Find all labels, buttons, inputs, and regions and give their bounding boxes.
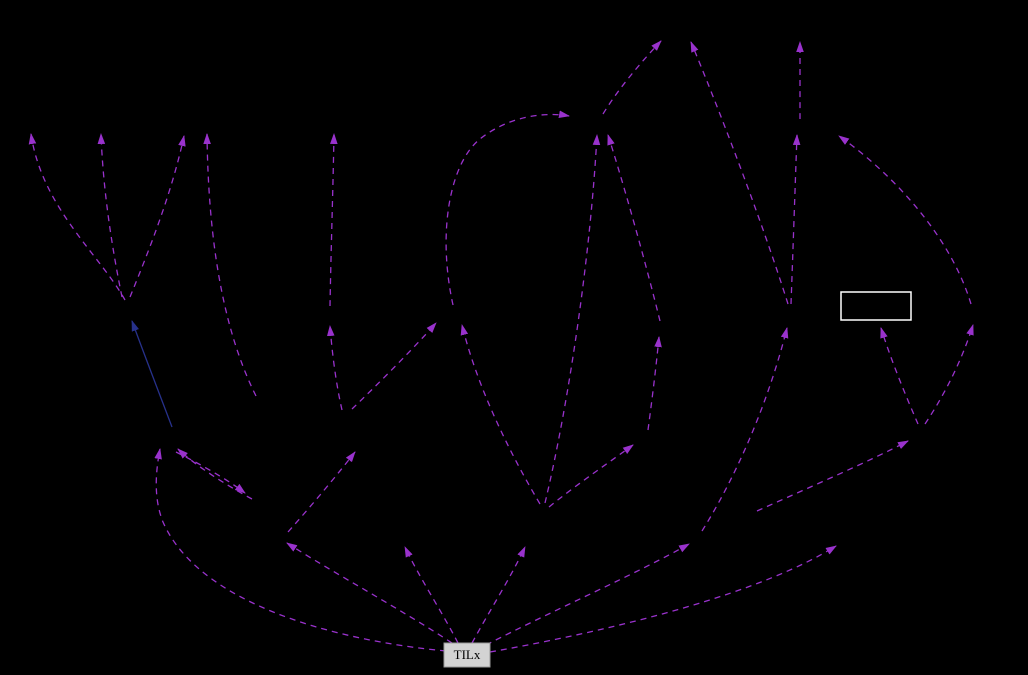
dashed-edge (880, 327, 919, 425)
node-tilx-label: TILx (454, 647, 481, 662)
edges-layer (28, 40, 974, 653)
dashed-edge (471, 546, 526, 644)
dashed-edge (460, 324, 541, 505)
dashed-edge (177, 448, 253, 500)
dashed-edge (286, 542, 453, 644)
dashed-edge (28, 133, 126, 301)
solid-edge (131, 320, 173, 428)
dashed-edge (544, 134, 601, 504)
dashed-edge (404, 546, 459, 644)
node-tilx-box[interactable] (443, 642, 491, 668)
dashed-edge (485, 543, 690, 646)
dashed-edge (129, 135, 186, 298)
dashed-edge (548, 444, 634, 508)
dashed-edge (838, 135, 972, 305)
node-empty-box[interactable] (840, 291, 912, 321)
dashed-edge (445, 110, 570, 306)
dashed-edge (351, 322, 437, 410)
dashed-edge (97, 133, 123, 298)
dashed-edge (690, 41, 789, 305)
dashed-edge (329, 133, 338, 307)
dashed-edge (326, 325, 343, 411)
dashed-edge (175, 451, 246, 494)
dashed-edge (790, 134, 801, 305)
dashed-edge (154, 448, 447, 652)
dashed-edge (489, 545, 837, 653)
dashed-edge (607, 134, 661, 322)
dashed-edge (287, 451, 356, 533)
dashed-edge (924, 324, 974, 425)
nodes-layer: TILx (443, 291, 912, 668)
dashed-edge (701, 327, 789, 532)
dashed-edge (647, 336, 662, 431)
dashed-edge (756, 440, 909, 512)
dashed-edge (602, 40, 662, 115)
node-tilx[interactable]: TILx (443, 642, 491, 668)
dashed-edge (203, 133, 257, 397)
node-empty-box-box[interactable] (840, 291, 912, 321)
